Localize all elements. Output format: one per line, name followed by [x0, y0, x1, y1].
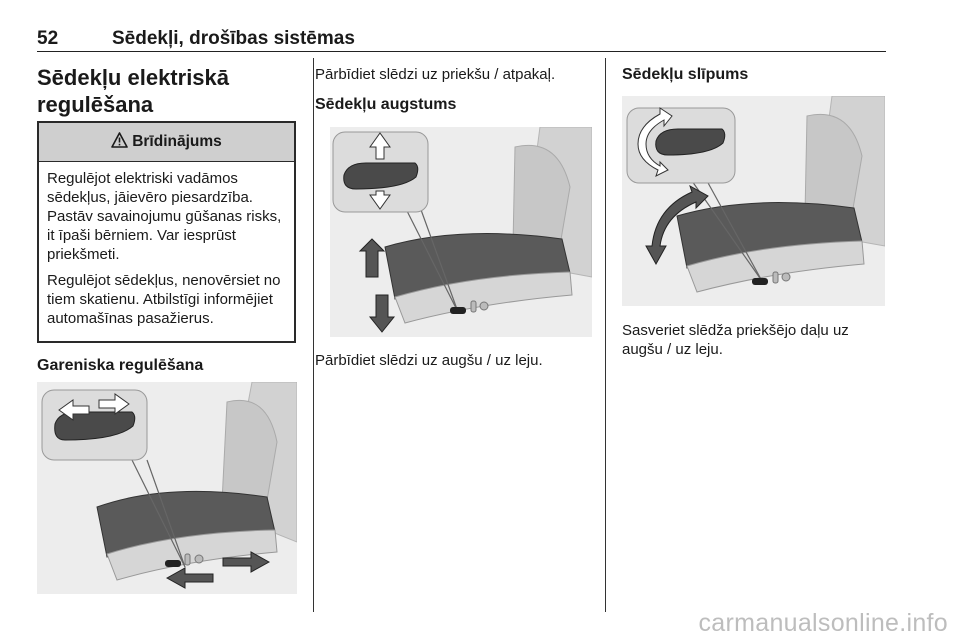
warning-text-2: Regulējot sēdekļus, nenovērsiet no tiem … — [47, 272, 281, 327]
warning-title: Brīdinājums — [132, 133, 222, 150]
section-title: Sēdekļi, drošības sistēmas — [112, 28, 355, 49]
subheading-height: Sēdekļu augstums — [315, 96, 457, 113]
section-heading: Sēdekļu elektriskā regulēšana — [37, 65, 230, 117]
page-number: 52 — [37, 28, 59, 49]
warning-text-1: Regulējot elektriski vadāmos sēdekļus, j… — [47, 170, 282, 263]
warning-box: Brīdinājums Regulējot elektriski vadāmos… — [37, 121, 296, 343]
height-instruction: Pārbīdiet slēdzi uz augšu / uz leju. — [315, 352, 543, 369]
header-divider — [37, 51, 886, 52]
tilt-instruction: Sasveriet slēdža priekšējo daļu uz augšu… — [622, 322, 849, 358]
warning-triangle-icon — [111, 131, 129, 153]
watermark: carmanualsonline.info — [698, 609, 948, 637]
warning-header: Brīdinājums — [39, 123, 294, 162]
column-divider-1 — [313, 58, 314, 612]
longitudinal-instruction: Pārbīdiet slēdzi uz priekšu / atpakaļ. — [315, 66, 556, 83]
subheading-longitudinal: Gareniska regulēšana — [37, 357, 204, 374]
seat-illustration-height — [330, 127, 592, 337]
seat-illustration-longitudinal — [37, 382, 297, 594]
subheading-tilt: Sēdekļu slīpums — [622, 66, 749, 83]
seat-illustration-tilt — [622, 96, 885, 306]
column-divider-2 — [605, 58, 606, 612]
